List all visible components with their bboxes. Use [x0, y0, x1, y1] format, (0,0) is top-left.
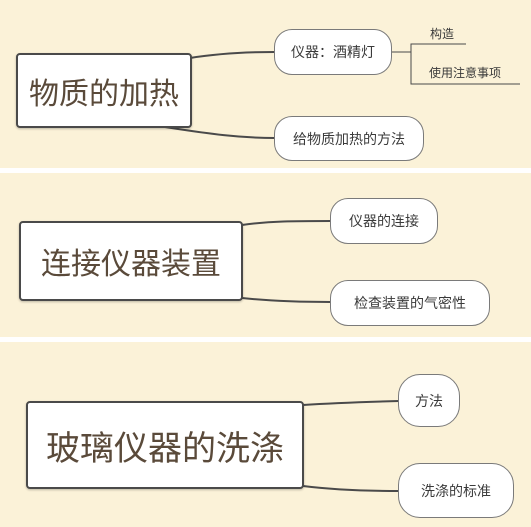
- link-root3-branch2: [302, 485, 400, 492]
- branch-node-connection[interactable]: 仪器的连接: [330, 198, 438, 244]
- link-root1-branch2: [164, 126, 276, 139]
- root-node-connect-apparatus[interactable]: 连接仪器装置: [19, 221, 243, 301]
- separator-1: [0, 168, 531, 173]
- link-root2-branch1: [241, 220, 332, 226]
- branch-node-methods[interactable]: 方法: [398, 374, 460, 427]
- link-root1-branch1: [189, 51, 276, 59]
- link-branch1-children: [391, 43, 520, 85]
- branch-node-airtightness[interactable]: 检查装置的气密性: [330, 280, 490, 326]
- separator-2: [0, 337, 531, 342]
- leaf-node-precautions[interactable]: 使用注意事项: [429, 66, 502, 80]
- root-node-heating[interactable]: 物质的加热: [16, 53, 192, 128]
- link-root3-branch1: [302, 400, 400, 406]
- branch-node-heating-methods[interactable]: 给物质加热的方法: [274, 116, 424, 161]
- link-root2-branch2: [241, 297, 332, 303]
- branch-node-washing-standard[interactable]: 洗涤的标准: [398, 463, 514, 518]
- root-node-glass-washing[interactable]: 玻璃仪器的洗涤: [26, 401, 304, 489]
- branch-node-alcohol-lamp[interactable]: 仪器：酒精灯: [274, 29, 392, 75]
- leaf-node-structure[interactable]: 构造: [430, 27, 455, 41]
